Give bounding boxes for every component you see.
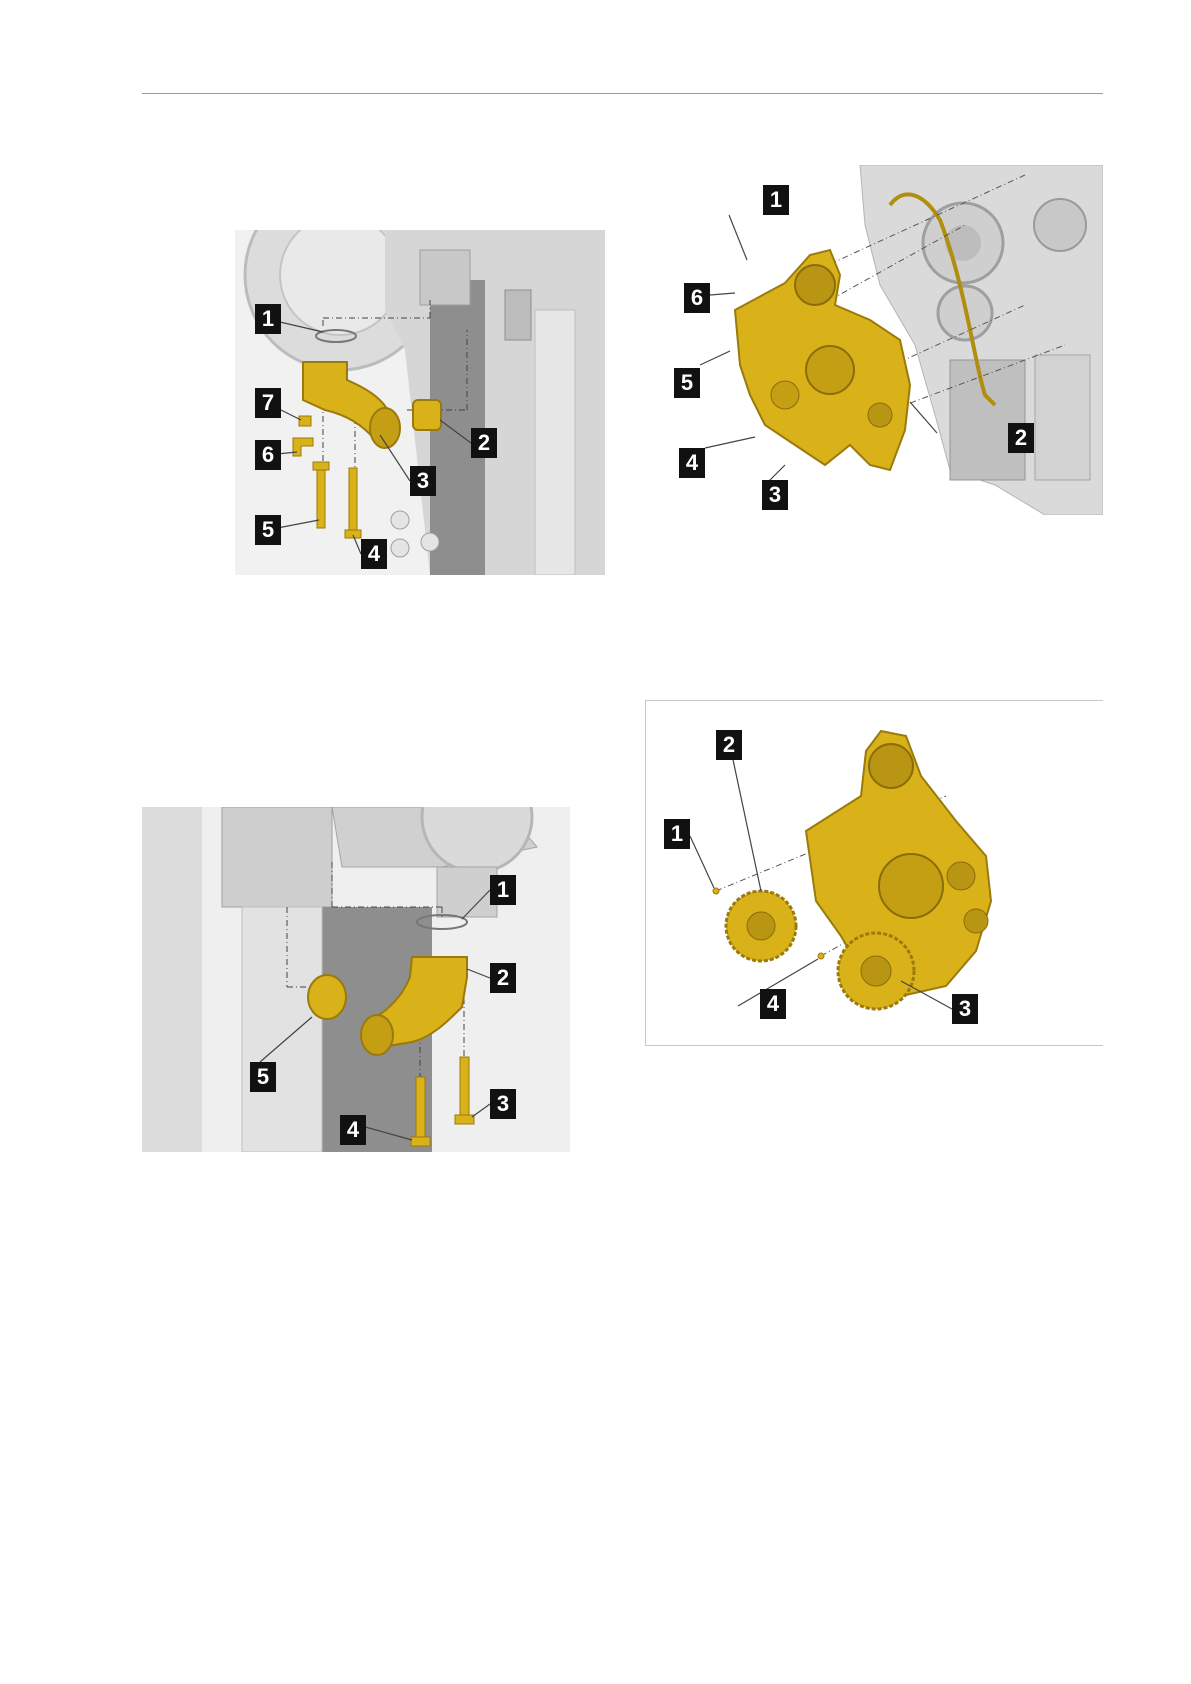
- callout-4: 4: [679, 448, 705, 478]
- callout-5: 5: [674, 368, 700, 398]
- adapter-sleeve: [308, 975, 346, 1019]
- callout-4: 4: [340, 1115, 366, 1145]
- header-rule: [142, 93, 1103, 94]
- adapter-sleeve: [413, 400, 441, 430]
- callout-5: 5: [255, 515, 281, 545]
- callout-4: 4: [760, 989, 786, 1019]
- figure-1: 1 2 3 4 5 6 7: [235, 230, 605, 575]
- callout-2: 2: [471, 428, 497, 458]
- callout-2: 2: [1008, 423, 1034, 453]
- callout-2: 2: [716, 730, 742, 760]
- callout-3: 3: [762, 480, 788, 510]
- figure-1-illustration: [235, 230, 605, 575]
- callout-1: 1: [490, 875, 516, 905]
- callout-2: 2: [490, 963, 516, 993]
- callout-3: 3: [410, 466, 436, 496]
- figure-4: 1 2 3 4: [645, 700, 1103, 1046]
- figure-2-illustration: [665, 165, 1103, 515]
- figure-3: 1 2 3 4 5: [142, 807, 570, 1152]
- callout-4: 4: [361, 539, 387, 569]
- callout-3: 3: [952, 994, 978, 1024]
- callout-1: 1: [255, 304, 281, 334]
- callout-7: 7: [255, 388, 281, 418]
- callout-1: 1: [763, 185, 789, 215]
- callout-6: 6: [255, 440, 281, 470]
- callout-5: 5: [250, 1062, 276, 1092]
- callout-6: 6: [684, 283, 710, 313]
- callout-1: 1: [664, 819, 690, 849]
- figure-2: 1 2 3 4 5 6: [665, 165, 1103, 515]
- figure-4-illustration: [646, 701, 1103, 1046]
- callout-3: 3: [490, 1089, 516, 1119]
